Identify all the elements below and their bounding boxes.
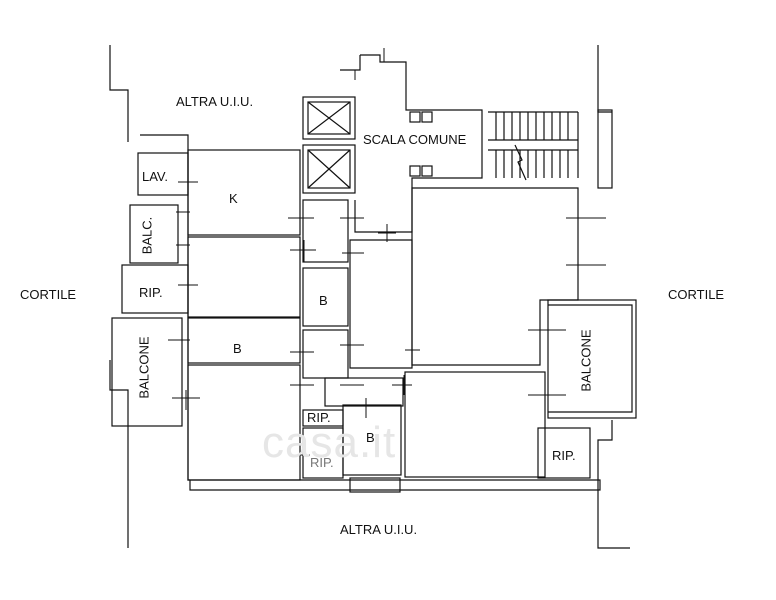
label-rip-right: RIP. (552, 448, 576, 463)
label-b-left: B (233, 341, 242, 356)
boundary-top-right (597, 45, 612, 113)
label-scala-comune: SCALA COMUNE (363, 132, 467, 147)
label-balcone-left: BALCONE (136, 336, 152, 399)
label-rip-small: RIP. (307, 410, 331, 425)
b-center-room (302, 267, 349, 327)
east-room-north (411, 187, 579, 366)
label-rip-lower: RIP. (310, 455, 334, 470)
label-altra-top: ALTRA U.I.U. (176, 94, 254, 109)
boundary-top-left (109, 45, 129, 142)
watermark: casa.it (262, 418, 397, 467)
hall-mid (324, 377, 404, 407)
lift-2 (302, 144, 356, 194)
label-lav: LAV. (142, 169, 169, 184)
balc-top (129, 204, 179, 264)
corridor-a (302, 199, 349, 263)
label-cortile-right: CORTILE (668, 287, 725, 302)
k-room (187, 149, 301, 236)
label-cortile-left: CORTILE (20, 287, 77, 302)
balcone-left (111, 317, 183, 427)
label-balcone-right: BALCONE (578, 329, 594, 392)
label-k: K (229, 191, 238, 206)
boundary-right-low (597, 420, 630, 549)
lift-1 (302, 96, 356, 140)
rip-right-room (537, 427, 591, 479)
stair-wall-right (597, 109, 613, 189)
stair-hall (354, 54, 483, 233)
label-rip-left: RIP. (139, 285, 163, 300)
room-below-k (187, 236, 301, 318)
b-lower-room (342, 404, 402, 476)
balcone-right-room (547, 299, 637, 419)
east-room-south (404, 371, 546, 478)
label-b-lower: B (366, 430, 375, 445)
hall-center (349, 239, 413, 369)
wall-outer-west (140, 134, 190, 481)
label-altra-bottom: ALTRA U.I.U. (340, 522, 418, 537)
wall-south (189, 479, 601, 491)
tick-marks (168, 48, 606, 456)
stair-treads (488, 111, 579, 181)
label-balc: BALC. (139, 216, 155, 255)
boundary-left-low (109, 360, 129, 548)
corridor-b (302, 329, 349, 379)
b-left-room (187, 317, 301, 364)
label-b-center: B (319, 293, 328, 308)
